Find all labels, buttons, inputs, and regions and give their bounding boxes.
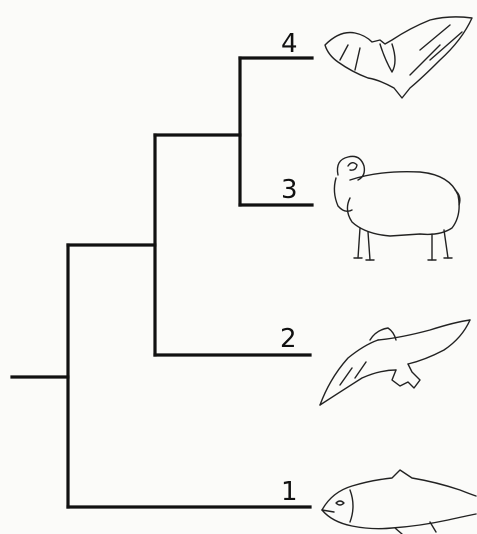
sheep-icon [333,155,461,261]
leaf-label-4: 4 [281,29,298,59]
leaf-label-1: 1 [281,477,298,507]
fish-icon [321,469,477,534]
leaf-label-3: 3 [281,175,298,205]
bird-icon [319,319,471,406]
bat-icon [324,16,473,99]
tree-branches [10,56,314,509]
leaf-label-2: 2 [280,324,297,354]
